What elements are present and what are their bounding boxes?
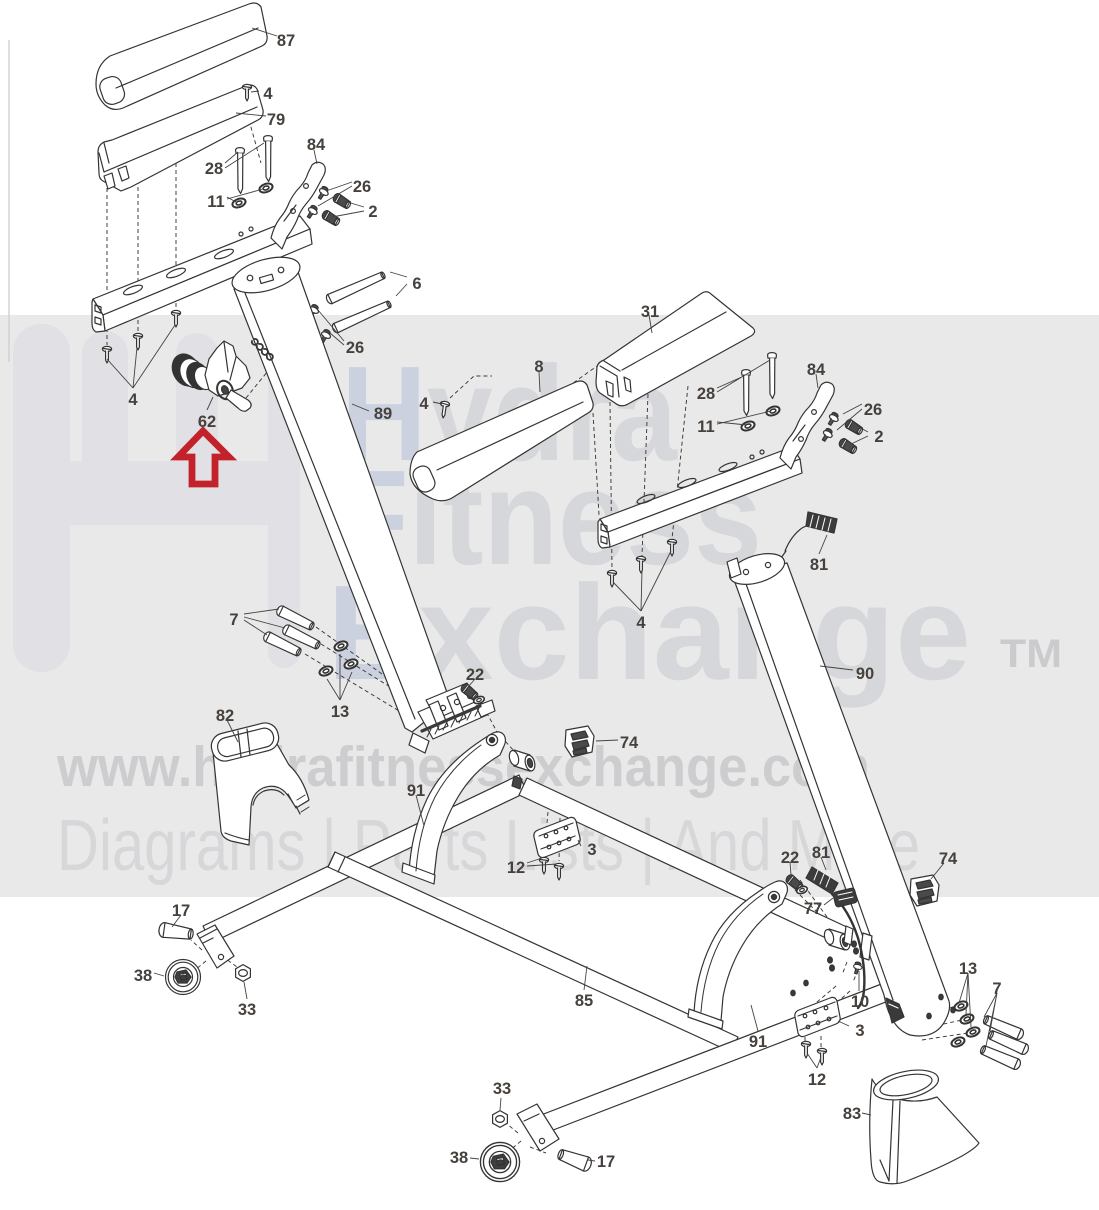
svg-text:4: 4 (636, 614, 646, 632)
svg-text:4: 4 (263, 85, 273, 103)
svg-text:3: 3 (587, 841, 596, 859)
svg-text:91: 91 (407, 782, 425, 800)
svg-text:13: 13 (331, 703, 349, 721)
svg-text:83: 83 (843, 1105, 861, 1123)
svg-text:81: 81 (812, 844, 830, 862)
svg-text:11: 11 (207, 193, 224, 211)
svg-text:74: 74 (620, 734, 639, 752)
svg-text:17: 17 (597, 1153, 615, 1171)
svg-text:84: 84 (807, 361, 826, 379)
svg-text:7: 7 (229, 611, 238, 629)
svg-text:6: 6 (412, 275, 421, 293)
svg-text:26: 26 (346, 339, 364, 357)
svg-text:33: 33 (238, 1001, 256, 1019)
svg-text:4: 4 (128, 391, 138, 409)
svg-text:3: 3 (855, 1022, 864, 1040)
svg-text:2: 2 (368, 203, 377, 221)
svg-text:38: 38 (134, 967, 152, 985)
svg-text:38: 38 (450, 1149, 468, 1167)
svg-text:Diagrams | Parts Lists | And M: Diagrams | Parts Lists | And More (57, 806, 920, 886)
svg-text:13: 13 (959, 960, 977, 978)
svg-text:11: 11 (697, 418, 714, 436)
svg-text:90: 90 (856, 665, 874, 683)
svg-text:74: 74 (939, 850, 958, 868)
svg-text:84: 84 (307, 136, 326, 154)
svg-text:4: 4 (419, 395, 429, 413)
svg-text:28: 28 (205, 160, 223, 178)
svg-text:2: 2 (874, 428, 883, 446)
svg-text:28: 28 (697, 385, 715, 403)
svg-text:22: 22 (781, 849, 799, 867)
svg-text:77: 77 (804, 900, 822, 918)
svg-text:85: 85 (575, 992, 593, 1010)
svg-text:22: 22 (466, 666, 484, 684)
svg-text:26: 26 (864, 401, 882, 419)
svg-text:26: 26 (353, 178, 371, 196)
svg-text:Exchange: Exchange (327, 557, 971, 708)
svg-text:87: 87 (277, 32, 295, 50)
svg-text:91: 91 (749, 1033, 767, 1051)
svg-text:33: 33 (493, 1080, 511, 1098)
svg-text:62: 62 (198, 413, 216, 431)
svg-text:17: 17 (172, 902, 190, 920)
svg-text:12: 12 (808, 1071, 826, 1089)
svg-text:7: 7 (992, 980, 1001, 998)
svg-text:8: 8 (534, 358, 543, 376)
svg-text:79: 79 (267, 111, 285, 129)
svg-text:81: 81 (810, 556, 828, 574)
svg-text:TM: TM (1000, 632, 1062, 676)
svg-text:12: 12 (507, 859, 525, 877)
svg-text:31: 31 (641, 303, 659, 321)
svg-text:10: 10 (851, 993, 869, 1011)
svg-text:82: 82 (216, 707, 234, 725)
svg-text:89: 89 (374, 405, 392, 423)
